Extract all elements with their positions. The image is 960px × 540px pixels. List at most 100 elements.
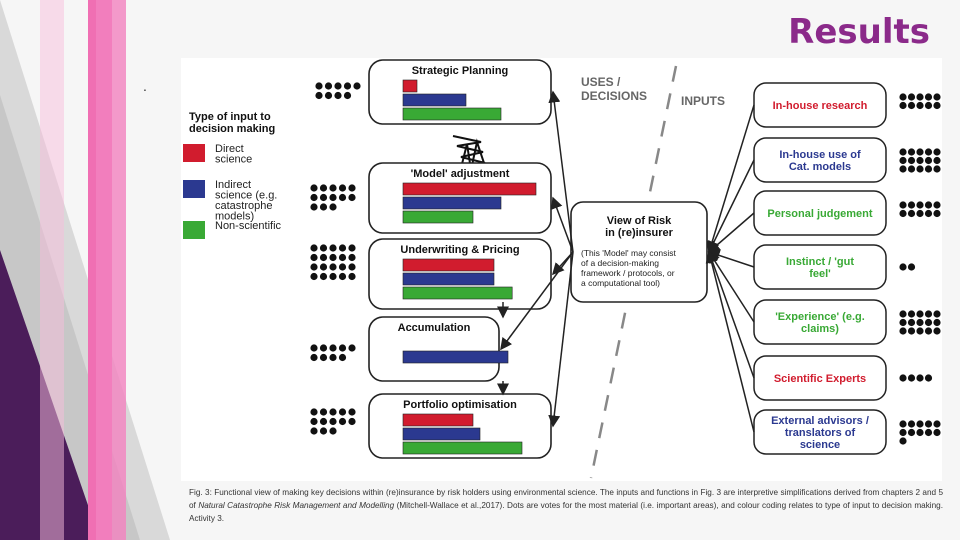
legend-swatch [183,221,205,239]
vote-dot [329,244,337,252]
vote-dot [907,156,916,165]
vote-dot [329,272,337,281]
vote-dot [916,420,924,428]
central-note: of a decision-making [581,258,659,268]
vote-dot [907,101,916,110]
vote-dot [319,203,328,211]
vote-dot [338,244,347,252]
vote-dot [319,353,328,362]
vote-dot [916,327,924,335]
slide-bullet: . [143,78,147,94]
vote-dot [310,417,318,426]
vote-dot [907,165,916,173]
vote-dot [319,417,328,426]
vote-dot [933,420,941,428]
vote-dot [338,344,347,352]
vote-dot [933,428,941,437]
vote-dot [899,420,907,428]
vote-dot [899,428,907,437]
vote-dot [899,201,907,209]
use-bar [402,79,418,93]
use-box: Strategic Planning [315,59,552,125]
vote-dot [924,165,933,173]
use-bar [402,441,523,455]
use-bar [402,182,537,196]
use-label: Accumulation [398,322,471,334]
vote-dot [319,184,328,192]
vote-dot [907,310,916,318]
vote-dot [907,263,916,271]
vote-dot [324,91,333,100]
use-bar [402,107,502,121]
vote-dot [310,353,318,362]
vote-dot [310,344,318,352]
vote-dot [338,253,347,262]
vote-dot [916,428,924,437]
vote-dot [319,253,328,262]
use-bar [402,93,467,107]
vote-dot [348,193,356,202]
vote-dot [907,318,916,327]
arrows [497,90,755,433]
use-label: Underwriting & Pricing [400,244,519,256]
vote-dot [310,203,318,211]
use-bar [402,350,509,364]
central-note: (This 'Model' may consist [581,248,677,258]
use-bar [402,427,481,441]
input-label: Cat. models [789,161,851,173]
input-label: Instinct / 'gut [786,256,854,268]
vote-dot [319,244,328,252]
vote-dot [933,310,941,318]
vote-dot [315,91,323,100]
vote-dot [348,417,356,426]
vote-dot [924,93,933,101]
vote-dot [353,82,361,90]
central-note: a computational tool) [581,278,660,288]
use-bar [402,272,495,286]
vote-dot [916,148,924,156]
vote-dot [907,201,916,209]
legend-label: Direct [215,143,244,155]
vote-dot [329,408,337,416]
use-label: Strategic Planning [412,65,509,77]
legend-label: Indirect [215,179,251,191]
input-label: Personal judgement [767,208,872,220]
central-title: in (re)insurer [605,227,674,239]
vote-dot [310,253,318,262]
legend-label: Non-scientific [215,220,282,232]
vote-dot [916,101,924,110]
vote-dot [924,148,933,156]
vote-dot [899,327,907,335]
vote-dot [933,156,941,165]
input-label: feel' [809,268,831,280]
vote-dot [319,344,328,352]
use-votes [310,244,356,281]
use-box: Accumulation [310,316,509,382]
figure-caption: Fig. 3: Functional view of making key de… [189,488,943,523]
use-bar [402,210,474,224]
input-box: Scientific Experts [753,355,933,401]
use-box: Portfolio optimisation [310,393,552,459]
decorative-stripes [0,0,170,540]
vote-dot [329,184,337,192]
vote-dot [907,93,916,101]
vote-dot [338,272,347,281]
use-votes [315,82,361,100]
vote-dot [924,201,933,209]
use-bar [402,286,513,300]
use-votes [310,344,356,362]
input-label: Scientific Experts [774,373,866,385]
vote-dot [319,427,328,435]
input-label: science [800,439,840,451]
vote-dot [933,165,941,173]
input-votes [899,93,941,110]
vote-dot [907,420,916,428]
vote-dot [329,353,337,362]
vote-dot [907,327,916,335]
vote-dot [310,272,318,281]
vote-dot [899,148,907,156]
